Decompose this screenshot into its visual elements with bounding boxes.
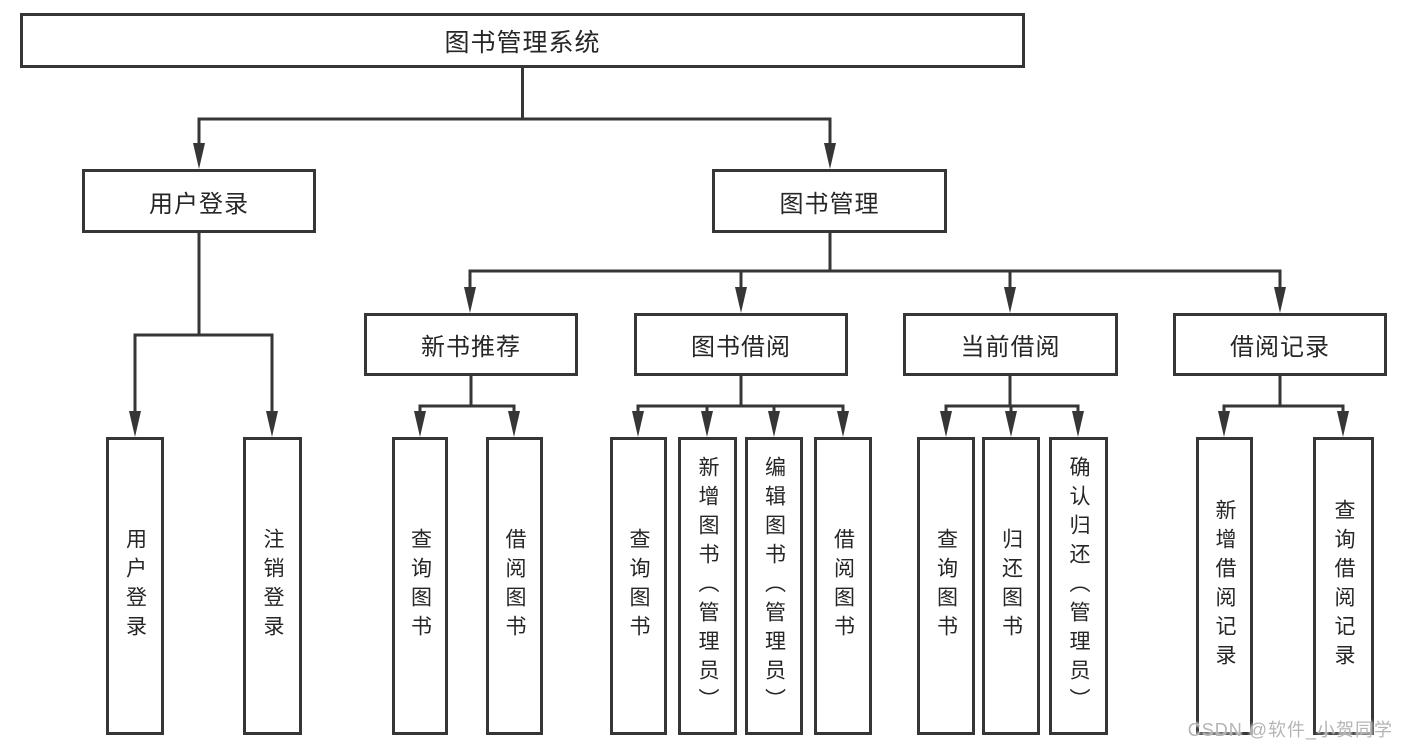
node-label: 图书管理 [779,190,880,218]
node-label: 查询图书 [934,528,958,644]
node-label: 查询图书 [627,528,650,644]
node-label: 新书推荐 [421,334,521,361]
node-query-books-recommend: 查询图书 [392,437,448,735]
node-edit-books-admin: 编辑图书（管理员） [745,437,803,735]
node-label: 用户登录 [123,528,147,644]
node-library-management-system: 图书管理系统 [20,13,1025,68]
node-query-books-current: 查询图书 [917,437,975,735]
node-label: 借阅图书 [831,528,855,644]
node-add-borrow-record: 新增借阅记录 [1196,437,1253,735]
node-return-books: 归还图书 [982,437,1040,735]
node-logout: 注销登录 [243,437,302,735]
node-new-book-recommendation: 新书推荐 [364,313,578,376]
node-borrowing-records: 借阅记录 [1173,313,1387,376]
node-book-borrowing: 图书借阅 [634,313,848,376]
node-user-login-module: 用户登录 [82,169,316,233]
node-label: 图书借阅 [691,334,791,361]
node-borrow-books: 借阅图书 [814,437,872,735]
node-borrow-books-recommend: 借阅图书 [486,437,543,735]
node-label: 用户登录 [149,190,249,218]
node-label: 确认归还（管理员） [1067,455,1090,717]
node-current-borrowing: 当前借阅 [903,313,1118,376]
node-label: 借阅记录 [1230,334,1330,361]
node-confirm-return-admin: 确认归还（管理员） [1049,437,1108,735]
node-add-books-admin: 新增图书（管理员） [678,437,737,735]
watermark-text: CSDN @软件_小贺同学 [1187,720,1393,740]
node-label: 新增图书（管理员） [696,455,719,717]
node-label: 图书管理系统 [444,28,601,57]
node-label: 当前借阅 [960,334,1061,361]
node-label: 编辑图书（管理员） [762,455,786,717]
node-label: 归还图书 [999,528,1023,644]
node-user-login: 用户登录 [106,437,164,735]
node-query-books-borrow: 查询图书 [610,437,667,735]
node-label: 注销登录 [261,528,284,644]
node-label: 新增借阅记录 [1213,499,1236,673]
node-query-borrow-record: 查询借阅记录 [1313,437,1374,735]
node-label: 借阅图书 [503,528,526,644]
node-label: 查询借阅记录 [1332,499,1355,673]
node-book-management-module: 图书管理 [712,169,947,233]
node-label: 查询图书 [408,528,432,644]
